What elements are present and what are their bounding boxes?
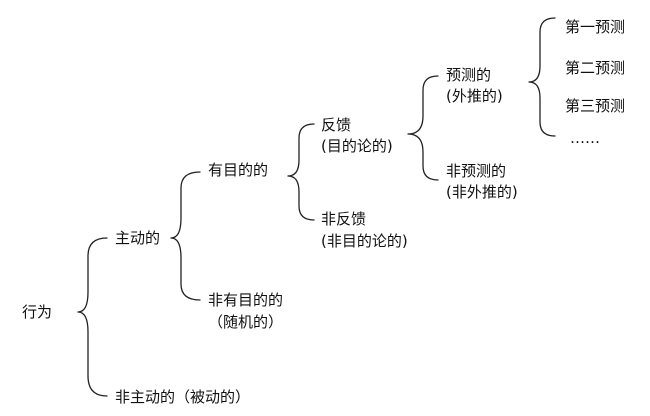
- node-feedback-line1: 反馈: [321, 116, 352, 134]
- node-order1: 第一预测: [565, 18, 626, 36]
- node-predictive-line2: (外推的): [446, 87, 503, 105]
- node-nonfeedback-line1: 非反馈: [321, 210, 367, 228]
- brace-behavior: [77, 237, 108, 397]
- node-random-line1: 非有目的的: [208, 291, 284, 309]
- brace-feedback: [407, 75, 439, 181]
- brace-predictive: [528, 17, 556, 137]
- node-active: 主动的: [115, 229, 161, 247]
- node-purposeful: 有目的的: [208, 161, 269, 179]
- node-predictive-line1: 预测的: [446, 66, 492, 84]
- node-feedback-line2: (目的论的): [321, 137, 393, 155]
- brace-purposeful: [287, 123, 315, 221]
- node-random-line2: （随机的）: [208, 313, 284, 331]
- node-nonpredictive-line2: (非外推的): [446, 183, 518, 201]
- node-nonfeedback-line2: (非目的论的): [321, 232, 408, 250]
- node-order3: 第三预测: [565, 97, 626, 115]
- brace-active: [170, 171, 201, 301]
- node-order2: 第二预测: [565, 59, 626, 77]
- node-behavior: 行为: [22, 303, 53, 321]
- node-order-more: ……: [570, 129, 600, 147]
- node-passive: 非主动的（被动的）: [115, 388, 251, 406]
- node-nonpredictive-line1: 非预测的: [446, 162, 507, 180]
